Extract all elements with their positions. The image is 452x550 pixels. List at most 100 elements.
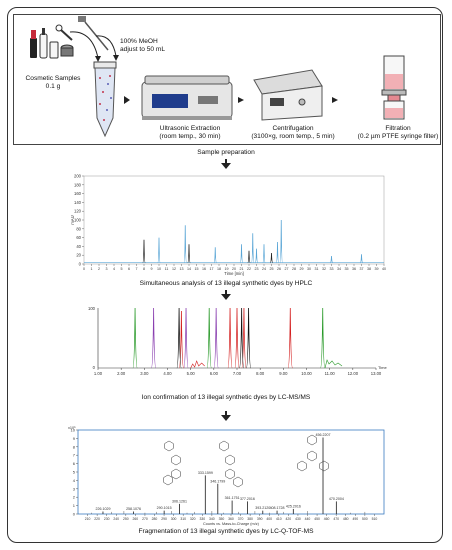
centrifuge-conditions: (3100×g, room temp., 5 min)	[251, 133, 335, 140]
qtof-x-tick-label: 450	[314, 517, 320, 521]
lcms-noise	[190, 360, 205, 369]
hplc-x-tick-label: 11	[165, 267, 169, 271]
hplc-peak	[187, 244, 191, 264]
hplc-y-tick-label: 180	[74, 182, 82, 187]
hplc-x-tick-label: 19	[225, 267, 229, 271]
qtof-y-tick-label: 0	[73, 512, 76, 517]
ultrasonic-conditions: (room temp., 30 min)	[159, 133, 221, 140]
lcms-peak	[227, 307, 233, 369]
hplc-x-tick-label: 13	[180, 267, 184, 271]
lcms-y-tick-label: 100	[88, 306, 96, 311]
benzene-ring	[307, 434, 317, 446]
hplc-x-tick-label: 33	[330, 267, 334, 271]
qtof-caption: Fragmentation of 13 illegal synthetic dy…	[138, 528, 314, 535]
qtof-peak-label: 408.1728	[270, 506, 285, 510]
hplc-x-tick-label: 1	[91, 267, 93, 271]
hplc-x-tick-label: 7	[136, 267, 138, 271]
qtof-peak-label: 470.2004	[329, 497, 344, 501]
hplc-x-tick-label: 14	[187, 267, 191, 271]
qtof-x-tick-label: 470	[333, 517, 339, 521]
hplc-x-tick-label: 6	[128, 267, 130, 271]
hplc-x-tick-label: 35	[345, 267, 349, 271]
benzene-ring	[307, 450, 317, 462]
centrifuge-icon	[253, 69, 323, 121]
hplc-y-tick-label: 160	[74, 191, 82, 196]
hplc-x-tick-label: 36	[352, 267, 356, 271]
benzene-ring	[171, 468, 181, 480]
hplc-y-axis-label: mAU	[70, 215, 75, 224]
qtof-y-tick-label: 2	[73, 495, 76, 500]
qtof-x-tick-label: 230	[104, 517, 110, 521]
qtof-peak-label: 425.2016	[286, 504, 301, 508]
ultrasonic-label: Ultrasonic Extraction	[159, 125, 221, 132]
hplc-x-tick-label: 18	[217, 267, 221, 271]
hplc-peak	[247, 250, 251, 264]
benzene-ring	[163, 474, 173, 486]
lcms-x-tick-label: 2.00	[117, 371, 126, 376]
lcms-x-tick-label: 7.00	[233, 371, 242, 376]
solvent-label: 100% MeOH	[120, 38, 158, 45]
qtof-y-tick-label: 5	[73, 470, 76, 475]
figure-frame	[7, 7, 443, 543]
hplc-x-tick-label: 38	[367, 267, 371, 271]
qtof-y-tick-label: 3	[73, 486, 76, 491]
qtof-peak-label: 346.1799	[210, 479, 225, 483]
hplc-x-tick-label: 4	[113, 267, 115, 271]
hplc-x-tick-label: 15	[195, 267, 199, 271]
qtof-peak-label: 377.2016	[240, 497, 255, 501]
hplc-x-tick-label: 27	[285, 267, 289, 271]
hplc-y-tick-label: 40	[76, 244, 81, 249]
centrifuge-label: Centrifugation	[272, 125, 314, 132]
benzene-ring	[233, 476, 243, 488]
lcms-y-tick-label: 0	[93, 365, 96, 370]
qtof-x-tick-label: 460	[324, 517, 330, 521]
hplc-x-tick-label: 32	[322, 267, 326, 271]
hplc-x-tick-label: 26	[277, 267, 281, 271]
qtof-x-tick-label: 250	[123, 517, 129, 521]
qtof-x-tick-label: 300	[171, 517, 177, 521]
qtof-x-tick-label: 290	[161, 517, 167, 521]
sample-prep-caption: Sample preparation	[197, 149, 255, 156]
hplc-x-tick-label: 31	[315, 267, 319, 271]
solvent-volume: adjust to 50 mL	[120, 46, 166, 53]
benzene-ring	[297, 460, 307, 472]
hplc-x-tick-label: 5	[121, 267, 123, 271]
qtof-x-tick-label: 260	[133, 517, 139, 521]
hplc-peak	[142, 239, 146, 264]
qtof-peak-label: 361.1751	[225, 496, 240, 500]
hplc-x-tick-label: 3	[106, 267, 108, 271]
qtof-x-tick-label: 410	[276, 517, 282, 521]
qtof-x-tick-label: 310	[180, 517, 186, 521]
lcms-x-tick-label: 1.00	[94, 371, 103, 376]
lcms-noise	[324, 359, 343, 369]
hplc-y-tick-label: 200	[74, 174, 82, 179]
lcms-peak	[234, 307, 240, 369]
qtof-x-tick-label: 420	[286, 517, 292, 521]
hplc-x-tick-label: 17	[210, 267, 214, 271]
qtof-y-tick-label: 4	[73, 478, 76, 483]
qtof-y-tick-label: 7	[73, 453, 76, 458]
hplc-x-tick-label: 21	[240, 267, 244, 271]
qtof-x-tick-label: 440	[305, 517, 311, 521]
cosmetics-icon	[30, 24, 74, 59]
lcms-peak	[287, 307, 293, 369]
qtof-y-tick-label: 8	[73, 444, 76, 449]
hplc-peak	[330, 256, 333, 264]
cosmetic-label: Cosmetic Samples	[25, 75, 81, 82]
hplc-x-tick-label: 34	[337, 267, 341, 271]
hplc-y-tick-label: 0	[79, 262, 82, 267]
hplc-peak	[270, 252, 273, 264]
benzene-ring	[164, 440, 174, 452]
hplc-x-tick-label: 22	[247, 267, 251, 271]
qtof-y-exponent: x10⁵	[68, 426, 76, 430]
hplc-x-tick-label: 20	[232, 267, 236, 271]
lcms-x-tick-label: 5.00	[187, 371, 196, 376]
qtof-x-tick-label: 340	[209, 517, 215, 521]
hplc-peak	[360, 254, 363, 264]
qtof-structure-sketches	[163, 434, 329, 488]
qtof-x-tick-label: 330	[199, 517, 205, 521]
benzene-ring	[319, 460, 329, 472]
